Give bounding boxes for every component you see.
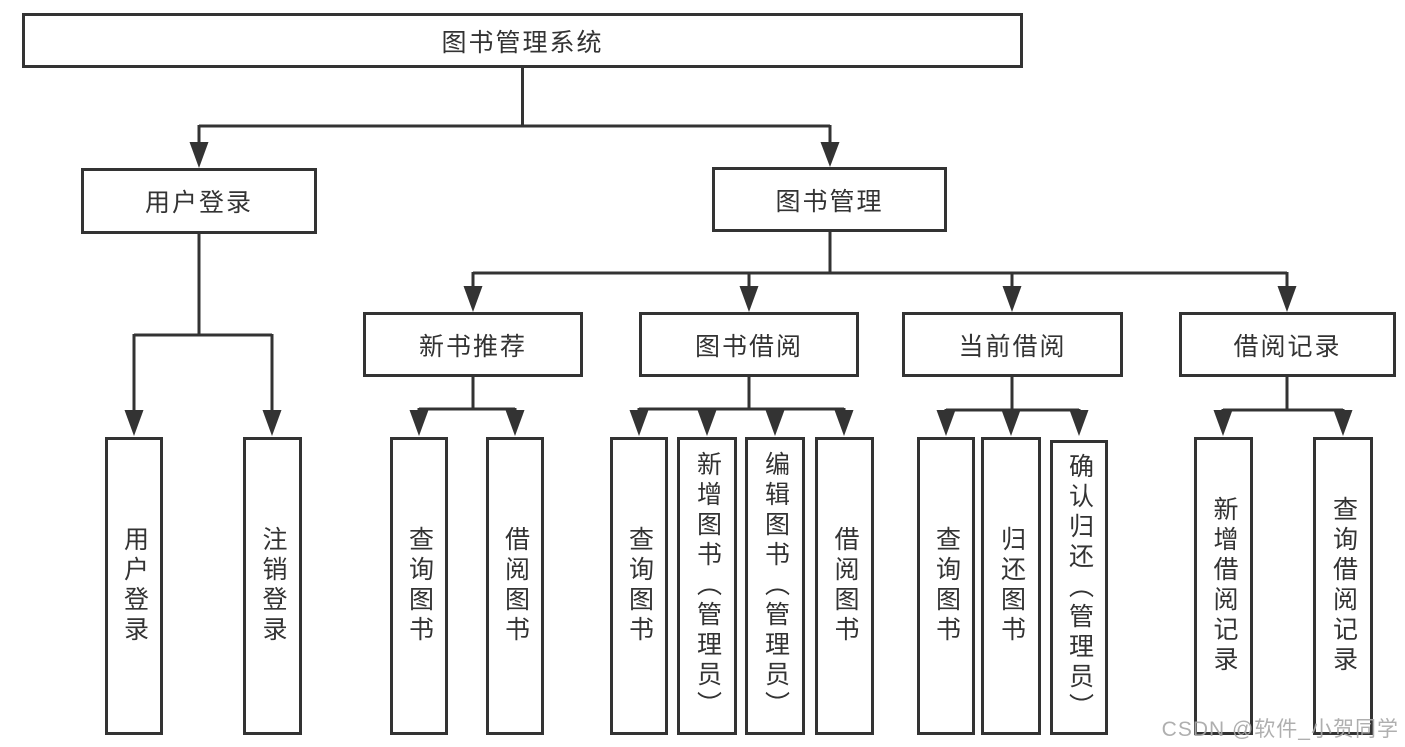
csdn-watermark: CSDN @软件_小贺同学 bbox=[1161, 718, 1399, 741]
leaf-query-borrow-record: 查询借阅记录 bbox=[1313, 437, 1373, 735]
node-book-management: 图书管理 bbox=[712, 167, 947, 232]
leaf-return-books: 归还图书 bbox=[981, 437, 1041, 735]
node-book-borrowing: 图书借阅 bbox=[639, 312, 859, 377]
connector-newbook-to-leaves bbox=[409, 377, 525, 436]
connector-management-to-modules bbox=[463, 232, 1297, 312]
node-borrowing-records: 借阅记录 bbox=[1179, 312, 1396, 377]
leaf-query-books-current: 查询图书 bbox=[917, 437, 975, 735]
leaf-query-books-recommend: 查询图书 bbox=[390, 437, 448, 735]
connector-records-to-leaves bbox=[1213, 377, 1353, 436]
leaf-confirm-return-admin: 确认归还（管理员） bbox=[1050, 440, 1108, 735]
node-user-login: 用户登录 bbox=[81, 168, 317, 234]
node-library-system: 图书管理系统 bbox=[22, 13, 1023, 68]
leaf-user-login: 用户登录 bbox=[105, 437, 163, 735]
leaf-add-borrow-record: 新增借阅记录 bbox=[1194, 437, 1253, 735]
leaf-add-books-admin: 新增图书（管理员） bbox=[677, 437, 737, 735]
leaf-borrow-books-recommend: 借阅图书 bbox=[486, 437, 544, 735]
connector-current-to-leaves bbox=[936, 377, 1089, 436]
node-new-book-recommend: 新书推荐 bbox=[363, 312, 583, 377]
connector-borrow-to-leaves bbox=[629, 377, 854, 436]
leaf-borrow-books: 借阅图书 bbox=[815, 437, 874, 735]
leaf-edit-books-admin: 编辑图书（管理员） bbox=[745, 437, 805, 735]
leaf-logout: 注销登录 bbox=[243, 437, 302, 735]
connector-login-to-leaves bbox=[124, 234, 282, 436]
leaf-query-books-borrow: 查询图书 bbox=[610, 437, 668, 735]
connector-root-to-branches bbox=[189, 68, 840, 168]
node-current-borrowing: 当前借阅 bbox=[902, 312, 1123, 377]
